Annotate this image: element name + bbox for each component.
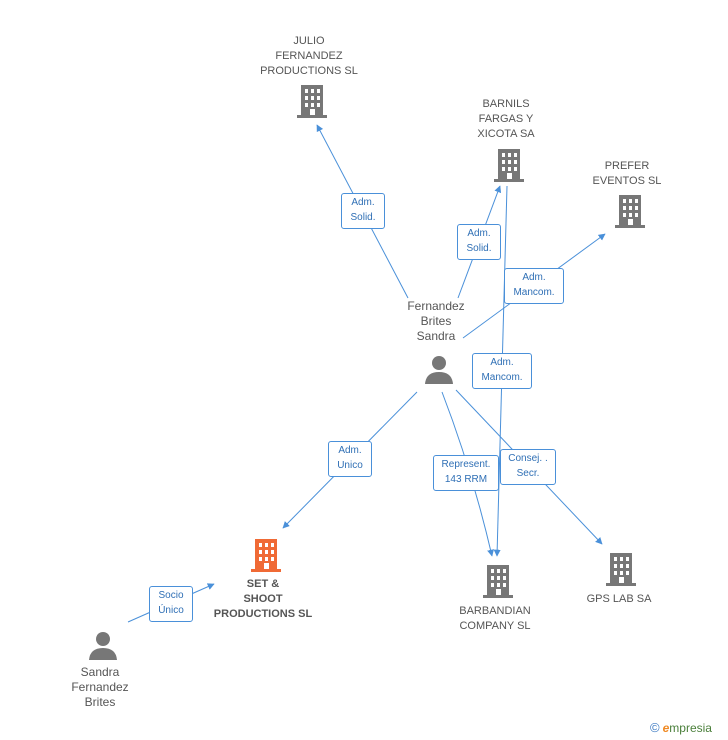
setshoot-building-icon[interactable] bbox=[250, 538, 282, 572]
prefer-building-icon[interactable] bbox=[614, 194, 646, 228]
prefer-label[interactable]: PREFER EVENTOS SL bbox=[592, 160, 662, 187]
fernandez-label[interactable]: Fernandez Brites Sandra bbox=[407, 299, 465, 343]
edge-label-barbandian-mancom: Adm. Mancom. bbox=[472, 353, 532, 389]
barnils-label[interactable]: BARNILS FARGAS Y XICOTA SA bbox=[477, 98, 535, 140]
edge-label-julio: Adm. Solid. bbox=[341, 193, 385, 229]
edge-label-sandra: Socio Único bbox=[149, 586, 193, 622]
copyright-icon: © bbox=[650, 720, 660, 735]
brand-logo: ©empresia bbox=[650, 720, 712, 735]
edge-label-barbandian-represent: Represent. 143 RRM bbox=[433, 455, 499, 491]
julio-building-icon[interactable] bbox=[296, 84, 328, 118]
barbandian-building-icon[interactable] bbox=[482, 564, 514, 598]
barnils-building-icon[interactable] bbox=[493, 148, 525, 182]
edge-label-prefer: Adm. Mancom. bbox=[504, 268, 564, 304]
gpslab-building-icon[interactable] bbox=[605, 552, 637, 586]
sandra-label[interactable]: Sandra Fernandez Brites bbox=[71, 665, 129, 709]
sandra-person-icon[interactable] bbox=[88, 630, 118, 660]
edge-label-setshoot: Adm. Unico bbox=[328, 441, 372, 477]
edge-label-barnils: Adm. Solid. bbox=[457, 224, 501, 260]
setshoot-label[interactable]: SET & SHOOT PRODUCTIONS SL bbox=[213, 578, 313, 620]
julio-label[interactable]: JULIO FERNANDEZ PRODUCTIONS SL bbox=[260, 35, 358, 77]
edge-label-gpslab: Consej. . Secr. bbox=[500, 449, 556, 485]
barbandian-label[interactable]: BARBANDIAN COMPANY SL bbox=[459, 605, 531, 632]
brand-name: mpresia bbox=[669, 721, 712, 735]
fernandez-person-icon[interactable] bbox=[424, 354, 454, 384]
brand-first-letter: e bbox=[662, 721, 670, 735]
gpslab-label[interactable]: GPS LAB SA bbox=[586, 593, 652, 605]
